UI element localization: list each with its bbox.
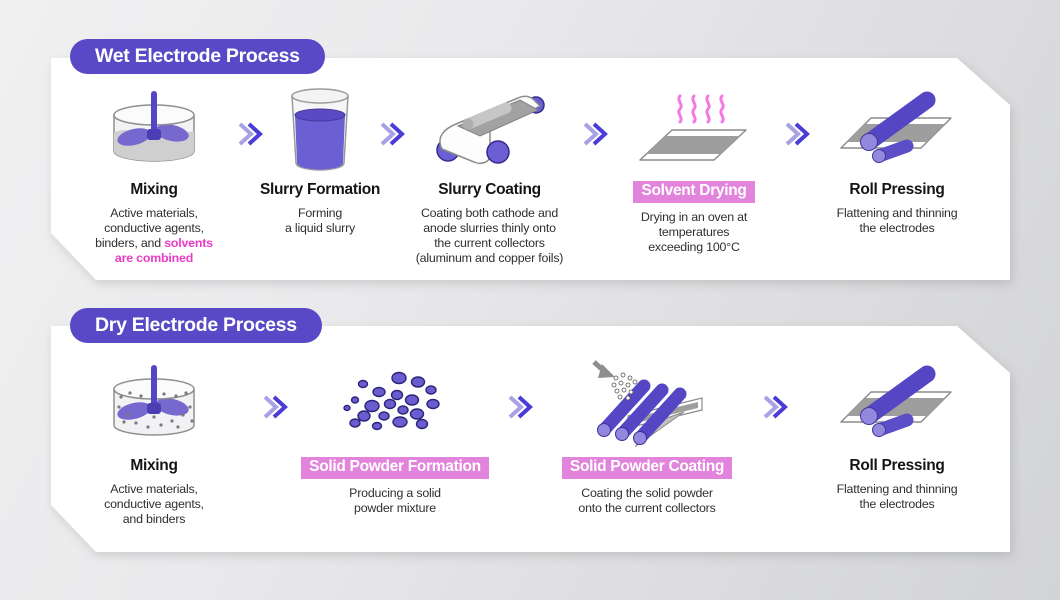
- step-title: Slurry Formation: [259, 181, 381, 198]
- step-arrow-icon: [507, 392, 534, 427]
- step-arrow-icon: [379, 119, 406, 154]
- wet-step-solvent-drying: Solvent Drying Drying in an oven at temp…: [614, 82, 774, 255]
- step-arrow-icon: [262, 392, 289, 427]
- dry-process-panel: Mixing Active materials, conductive agen…: [51, 326, 1010, 552]
- mixer-bowl-powder-icon: [74, 354, 234, 454]
- step-arrow-icon: [762, 392, 789, 427]
- step-title: Mixing: [130, 457, 178, 474]
- step-description: Coating the solid powder onto the curren…: [578, 486, 716, 516]
- step-description: Producing a solid powder mixture: [349, 486, 441, 516]
- step-description: Forming a liquid slurry: [285, 206, 355, 236]
- wet-process-panel-body: Mixing Active materials, conductive agen…: [51, 58, 1010, 280]
- step-arrow-icon: [784, 119, 811, 154]
- roll-press-icon: [807, 354, 987, 454]
- step-description: Flattening and thinning the electrodes: [836, 206, 958, 236]
- wet-step-roll-pressing: Roll Pressing Flattening and thinning th…: [807, 82, 987, 236]
- step-description: Flattening and thinning the electrodes: [836, 482, 958, 512]
- dry-step-powder-formation: Solid Powder Formation Producing a solid…: [295, 354, 495, 516]
- step-title: Mixing: [130, 181, 178, 198]
- wet-step-slurry-coating: Slurry Coating Coating both cathode and …: [397, 82, 582, 267]
- drying-sheet-icon: [614, 82, 774, 178]
- wet-step-mixing: Mixing Active materials, conductive agen…: [69, 82, 239, 267]
- step-title: Roll Pressing: [849, 181, 945, 198]
- powder-coating-rollers-icon: [547, 354, 747, 454]
- dry-process-panel-body: Mixing Active materials, conductive agen…: [51, 326, 1010, 552]
- coating-machine-icon: [397, 82, 582, 178]
- wet-step-slurry-formation: Slurry Formation Forming a liquid slurry: [245, 82, 395, 236]
- roll-press-icon: [807, 82, 987, 178]
- step-title: Solid Powder Formation: [295, 457, 495, 479]
- step-arrow-icon: [237, 119, 264, 154]
- dry-step-roll-pressing: Roll Pressing Flattening and thinning th…: [807, 354, 987, 512]
- dry-process-badge: Dry Electrode Process: [70, 308, 322, 343]
- mixer-bowl-icon: [69, 82, 239, 178]
- dry-step-powder-coating: Solid Powder Coating Coating the solid p…: [547, 354, 747, 516]
- powder-particles-icon: [295, 354, 495, 454]
- step-arrow-icon: [582, 119, 609, 154]
- slurry-beaker-icon: [245, 82, 395, 178]
- step-title: Slurry Coating: [438, 181, 541, 198]
- step-description: Drying in an oven at temperatures exceed…: [640, 210, 748, 255]
- wet-process-badge: Wet Electrode Process: [70, 39, 325, 74]
- step-title: Solvent Drying: [614, 181, 774, 203]
- step-title: Roll Pressing: [849, 457, 945, 474]
- step-description: Active materials, conductive agents, bin…: [95, 206, 213, 266]
- accent-text: solvents are combined: [114, 236, 213, 266]
- wet-process-panel: Mixing Active materials, conductive agen…: [51, 58, 1010, 280]
- dry-step-mixing: Mixing Active materials, conductive agen…: [74, 354, 234, 527]
- step-title: Solid Powder Coating: [547, 457, 747, 479]
- step-description: Active materials, conductive agents, and…: [104, 482, 204, 527]
- step-description: Coating both cathode and anode slurries …: [415, 206, 564, 266]
